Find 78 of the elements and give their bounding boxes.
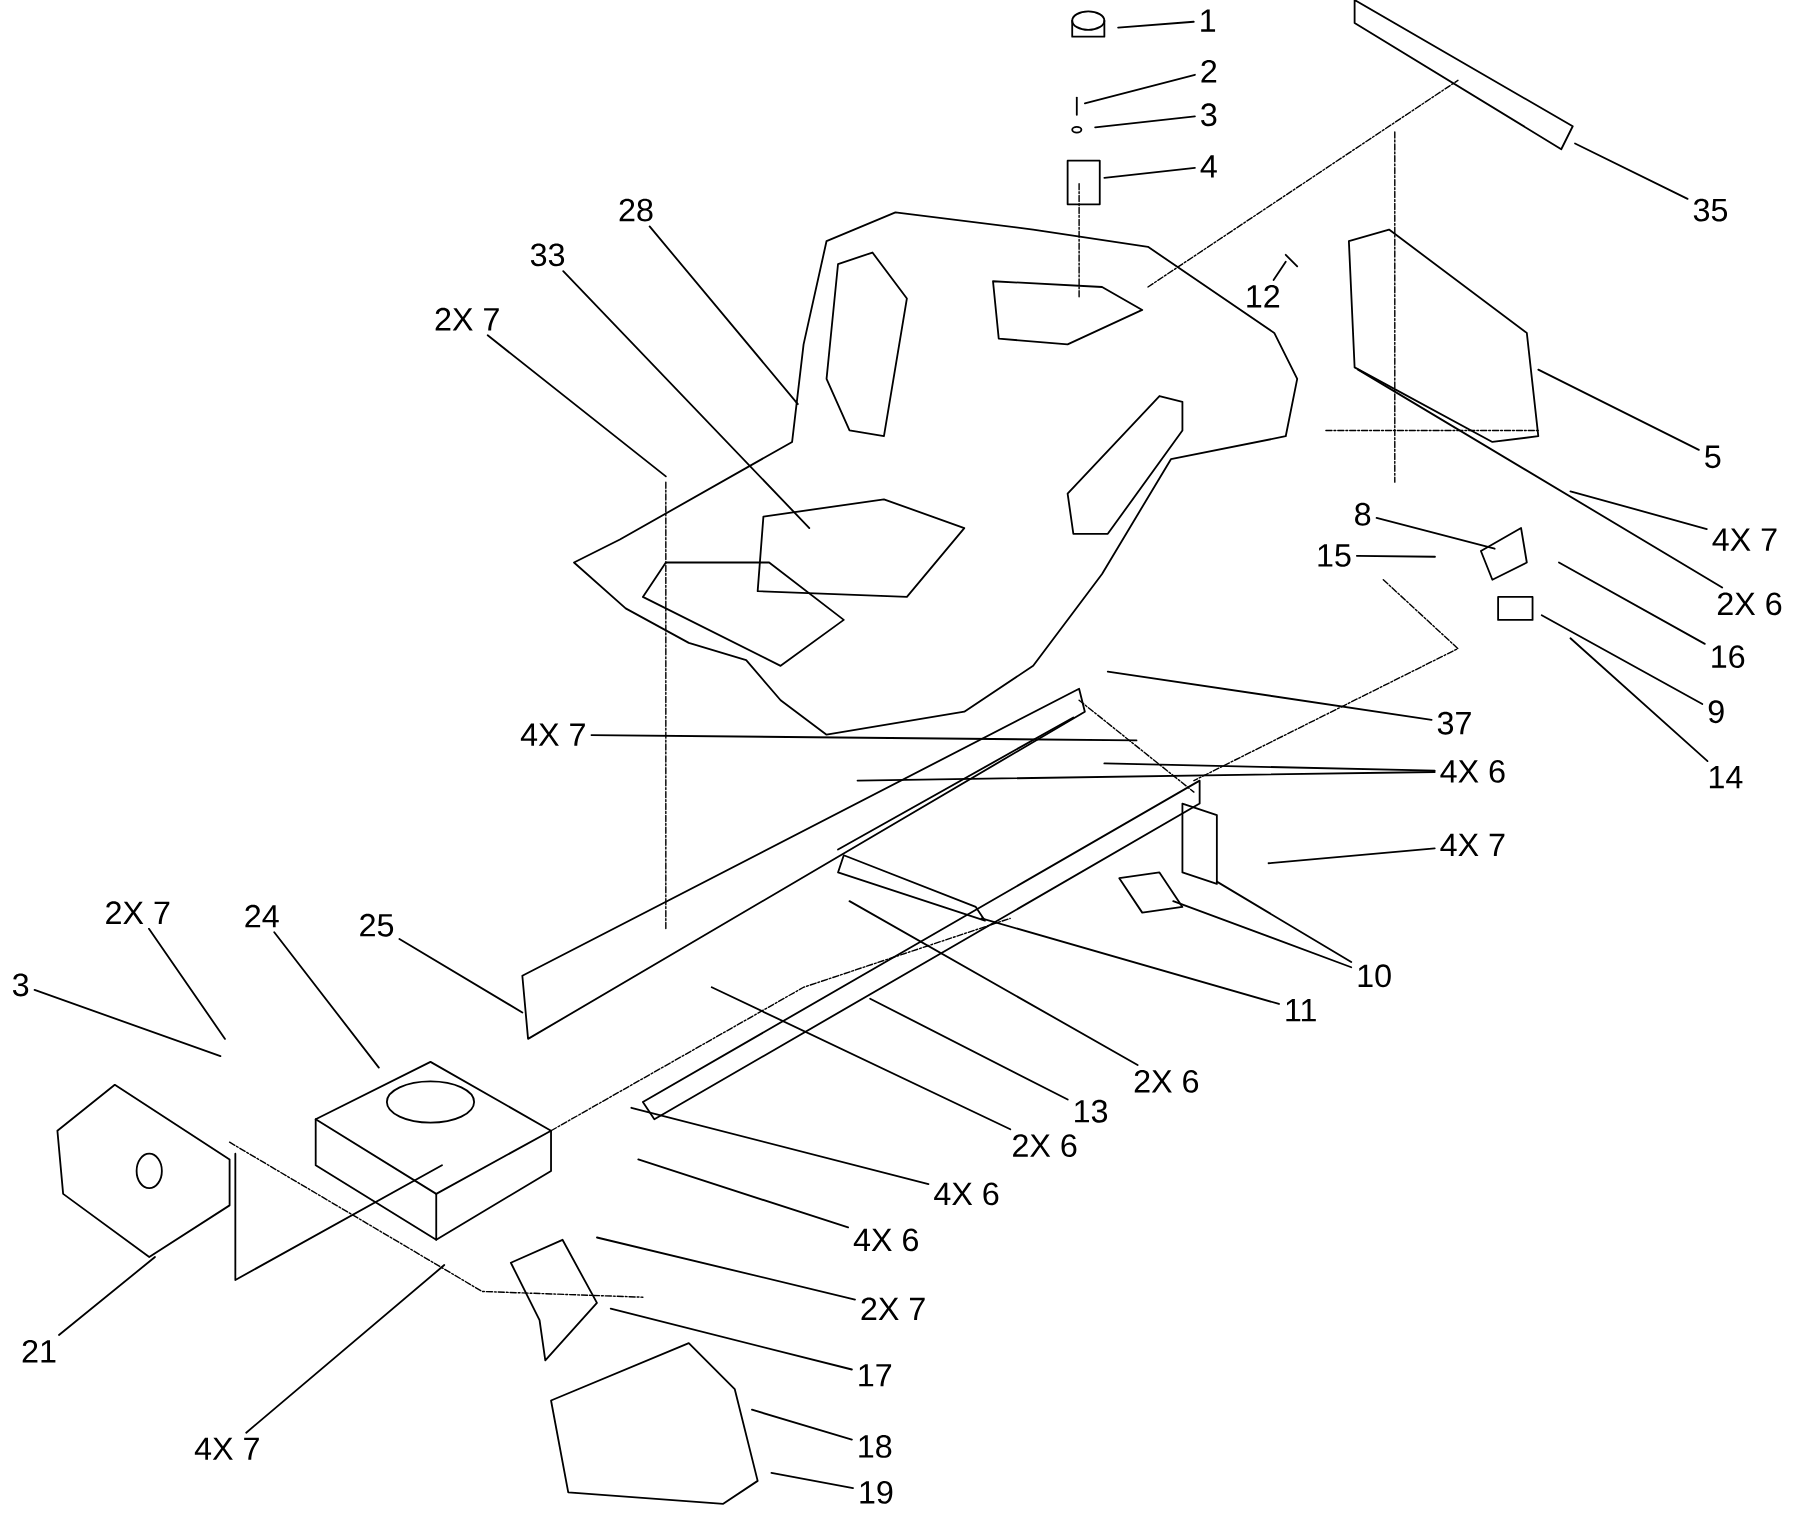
leader-line [33,988,222,1057]
leader-line [273,931,380,1069]
callout-number: 4X 6 [1440,759,1505,783]
callout-number: 33 [530,243,565,267]
callout-number: 2X 7 [106,901,170,924]
leader-line [1094,115,1196,129]
callout-number: 2X 7 [861,1297,925,1320]
callout-number: 1 [1201,9,1216,32]
callout-number: 4 [1200,155,1217,178]
callout-number: 25 [360,913,394,937]
callout-number: 17 [859,1364,892,1387]
callout-number: 21 [22,1339,56,1363]
leader-line [1267,847,1436,865]
callout-number: 12 [1247,284,1280,308]
callout-number: 10 [1358,964,1391,988]
leader-line [590,734,1138,742]
leader-line [980,917,1280,1005]
leader-line [630,1106,930,1185]
leader-line [1574,142,1689,200]
callout-number: 2 [1201,59,1217,83]
leader-line [770,1471,854,1489]
leader-line [1103,166,1196,179]
leader-line [245,1264,446,1434]
leader-line [1272,260,1287,281]
callout-number: 2X 7 [435,307,499,331]
callout-number: 4X 6 [934,1182,999,1206]
leader-line [648,225,799,405]
callout-number: 5 [1705,445,1721,469]
callout-number: 3 [1201,103,1217,127]
callout-number: 3 [12,973,29,997]
callout-number: 19 [860,1480,893,1504]
leader-line [1117,20,1195,29]
leader-line [148,927,226,1040]
leader-line [1106,670,1433,721]
leader-line [398,937,524,1014]
leader-line [1569,490,1708,530]
callout-number: 35 [1693,198,1728,222]
callout-number: 28 [619,198,653,222]
leader-line [562,270,811,529]
leader-line [869,997,1069,1101]
callout-number: 9 [1708,700,1724,724]
leader-line [637,1158,849,1229]
leader-line [848,900,1139,1066]
callout-number: 11 [1286,999,1316,1022]
callout-number: 24 [245,904,279,928]
leader-line [1537,368,1700,451]
callout-number: 4X 6 [853,1228,918,1252]
callout-number: 8 [1355,502,1371,526]
callout-number: 15 [1318,544,1351,567]
callout-number: 2X 6 [1134,1069,1199,1093]
callout-number: 16 [1712,645,1745,668]
callout-number: 4X 7 [194,1437,259,1460]
leader-line [710,986,1012,1131]
callout-number: 14 [1709,765,1743,789]
callout-number: 4X 7 [520,723,585,746]
leader-line [1375,516,1496,550]
leader-line [58,1256,156,1336]
leader-line [856,771,1436,782]
leader-line [1103,762,1436,772]
leader-line [596,1236,856,1301]
leader-line [609,1307,853,1371]
callout-number: 4X 7 [1440,833,1505,856]
leader-line [1355,554,1436,558]
leader-line [1172,900,1353,969]
leader-line [486,334,667,478]
callout-number: 37 [1437,711,1471,735]
callout-number: 18 [859,1434,892,1458]
callout-number: 2X 6 [1013,1134,1077,1157]
callout-number: 4X 7 [1712,528,1777,551]
leader-line [1540,614,1704,705]
leader-line [1558,561,1706,645]
leader-line [1215,880,1353,963]
leader-line [751,1408,853,1441]
leader-line [1357,368,1724,589]
callout-number: 13 [1075,1099,1108,1123]
leader-line [1083,73,1196,105]
callout-number: 2X 6 [1717,592,1782,616]
leader-line [1569,637,1709,762]
